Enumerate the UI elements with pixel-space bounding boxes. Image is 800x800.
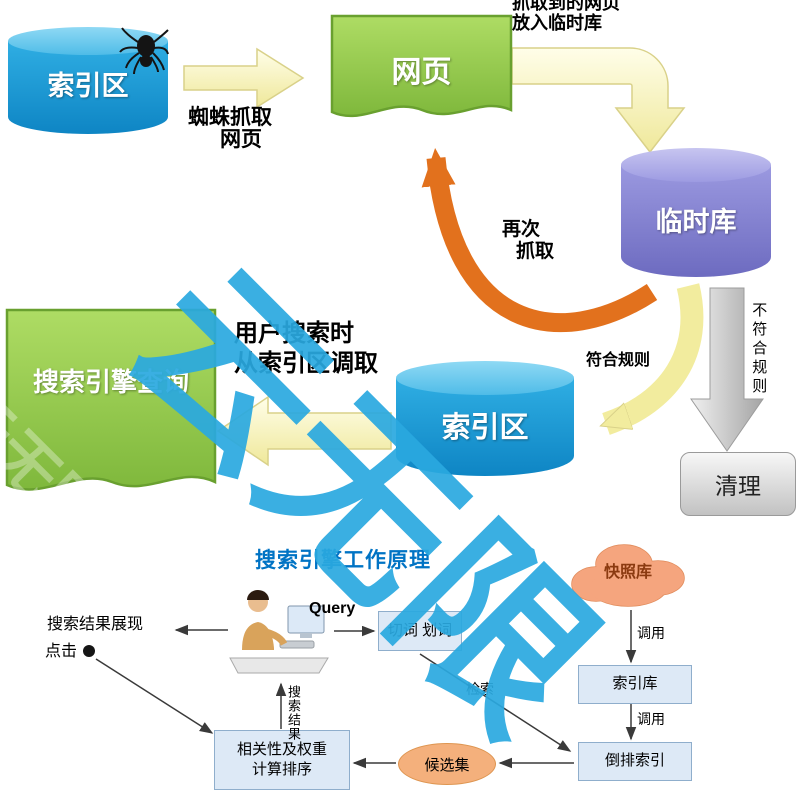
click-to-rank-arrow — [95, 658, 214, 734]
ranking-box-line2: 计算排序 — [251, 761, 312, 778]
to-temp-arrow — [511, 47, 686, 154]
click-dot — [83, 645, 95, 657]
webpage-shape — [330, 14, 513, 118]
temp-db — [621, 148, 771, 277]
recrawl-label-line2: 抓取 — [516, 241, 555, 262]
recrawl-label-line1: 再次 — [502, 219, 541, 240]
result-label: 搜索结果 — [285, 685, 301, 741]
query-result-arrow — [216, 395, 392, 467]
display-label: 搜索结果展现 — [47, 616, 144, 633]
call-label-1: 调用 — [637, 625, 665, 641]
bottom-title: 搜索引擎工作原理 — [255, 549, 431, 572]
spider-icon — [119, 27, 169, 75]
ranking-box-line1: 相关性及权重 — [236, 740, 327, 758]
candidate-ellipse: 候选集 — [398, 743, 496, 785]
crawl-label-line1: 蜘蛛抓取 — [188, 106, 272, 129]
ranking-box: 相关性及权重 计算排序 — [214, 730, 350, 790]
query-label: Query — [309, 600, 356, 617]
index-lib-box: 索引库 — [578, 665, 692, 704]
click-label: 点击 — [45, 643, 78, 660]
not-match-arrow — [690, 287, 764, 452]
rule-match-arrow — [606, 283, 704, 435]
to-temp-label-line1: 抓取到的网页 — [512, 0, 620, 13]
webpage-label: 网页 — [391, 56, 452, 89]
crawl-label-line2: 网页 — [220, 128, 262, 151]
segment-to-inverted-arrow — [419, 653, 572, 752]
crawl-arrow — [183, 47, 305, 109]
bottom-flow-arrows — [95, 610, 637, 769]
inverted-index-box: 倒排索引 — [578, 742, 692, 781]
temp-db-label: 临时库 — [655, 207, 737, 237]
recrawl-arrow — [421, 148, 658, 332]
to-temp-label-line2: 放入临时库 — [512, 13, 602, 33]
call-label-2: 调用 — [637, 711, 665, 727]
query-page-shape — [5, 308, 217, 491]
rule-match-label: 符合规则 — [586, 352, 651, 369]
user-clipart — [229, 590, 329, 674]
rule-not-match-label: 不符合规则 — [750, 302, 768, 397]
fetch-note-line2: 从索引区调取 — [234, 350, 378, 377]
clean-box: 清理 — [680, 452, 796, 516]
segmentation-box: 切词 划词 — [378, 611, 462, 651]
index-area-db-center — [396, 361, 574, 476]
index-area-center-label: 索引区 — [441, 412, 529, 444]
fetch-note-line1: 用户搜索时 — [234, 320, 354, 347]
retrieve-label: 检索 — [466, 681, 494, 697]
query-page-label: 搜索引擎查询 — [32, 367, 189, 397]
snapshot-cloud — [571, 544, 685, 607]
snapshot-cloud-label: 快照库 — [603, 564, 652, 581]
index-area-left-label: 索引区 — [47, 71, 129, 101]
